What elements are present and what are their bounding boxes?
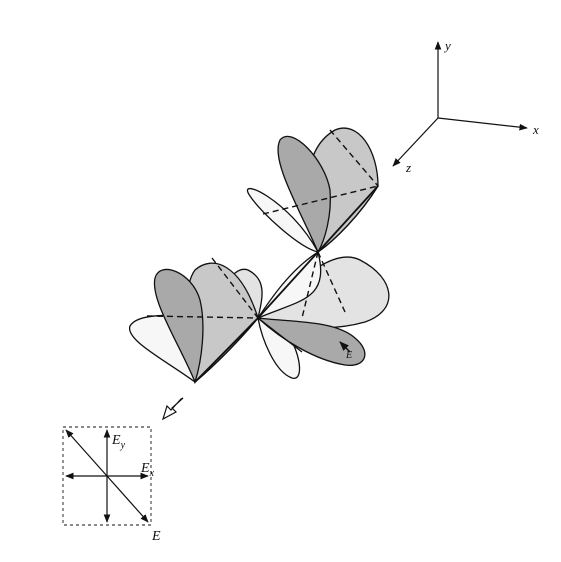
- coordinate-axes: y x z: [392, 38, 539, 175]
- e-label: E: [151, 529, 161, 544]
- propagation-axis-middle: [257, 251, 319, 319]
- propagation-axis-upper: [317, 185, 379, 253]
- lobe-vertical-left-lower: [153, 268, 204, 384]
- propagation-direction-arrow: [161, 397, 184, 421]
- lobe-dark-middle: [256, 317, 366, 366]
- hollow-arrow-icon: [161, 397, 184, 421]
- polarization-components: Ey Ex E: [62, 426, 161, 544]
- e-arrow-upper-left: [65, 429, 108, 477]
- dashed-axis-lower: [146, 315, 259, 319]
- ex-label: Ex: [140, 461, 155, 479]
- field-edge-middle: [257, 317, 303, 353]
- component-box: [62, 426, 152, 526]
- dashed-edge-middle-b: [317, 251, 346, 313]
- y-axis-label: y: [443, 38, 451, 53]
- wave-segment-middle: [256, 250, 390, 379]
- dashed-edge-lower: [211, 257, 259, 319]
- z-axis-label: z: [405, 160, 411, 175]
- ey-label: Ey: [111, 433, 126, 451]
- field-vector-arrow: [339, 341, 351, 353]
- e-arrow-lower-right: [106, 475, 149, 523]
- lobe-vertical-left-upper: [277, 135, 331, 254]
- wave-segment-lower: [129, 257, 263, 384]
- lobe-horizontal-left-upper: [247, 187, 320, 253]
- wave-segment-upper: [247, 127, 379, 254]
- dashed-edge-middle-a: [301, 251, 319, 319]
- z-axis: [392, 117, 439, 167]
- field-vector-label: E: [345, 350, 352, 361]
- field-vector-marker: E: [339, 341, 352, 361]
- x-axis: [437, 117, 528, 131]
- propagation-axis-lower: [194, 317, 259, 383]
- x-axis-label: x: [532, 122, 539, 137]
- dashed-edge-upper: [329, 129, 379, 187]
